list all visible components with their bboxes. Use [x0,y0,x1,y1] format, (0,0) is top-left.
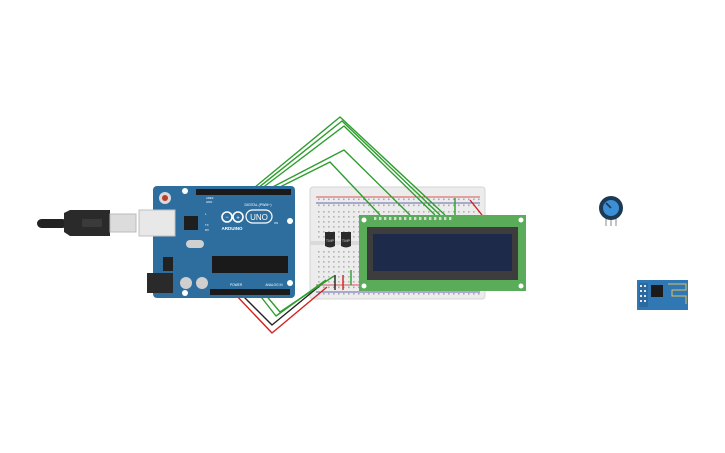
wire-green-3 [256,125,436,216]
wire-green-bottom-2 [263,275,335,313]
gnd-label: GND [206,200,212,204]
analog-header-label: ANALOG IN [265,283,283,287]
brand-label: ARDUINO [222,226,243,231]
wire-black-bottom [239,283,323,326]
svg-text:+: + [236,216,240,222]
power-header-label: POWER [230,283,243,287]
temperature-sensor-2[interactable]: TMP [341,232,351,248]
l-label: L [205,212,207,216]
lcd-display[interactable] [359,215,526,291]
arduino-logo: − + [221,211,244,223]
on-label: ON [274,221,278,225]
rx-label: RX [205,228,209,232]
sensor-2-label: TMP [342,238,351,243]
lcd-screen [373,234,512,271]
wires[interactable] [233,116,483,334]
wire-red-top [469,199,483,216]
svg-text:−: − [225,215,229,221]
model-label: UNO [250,213,268,222]
aref-label: AREF [206,196,214,200]
arduino-uno-board[interactable]: − + UNO ARDUINO DIGITAL (PWM~) POWER ANA… [138,186,295,298]
tx-label: TX [205,223,209,227]
wire-green-2 [252,120,441,216]
lcd-pins [374,217,452,220]
temperature-sensor-1[interactable]: TMP [325,232,335,248]
wire-green-1 [248,116,446,216]
esp8266-wifi-module[interactable] [637,280,688,310]
usb-cable[interactable] [37,210,137,236]
sensor-1-label: TMP [326,238,335,243]
wire-green-4 [262,149,411,216]
digital-header-label: DIGITAL (PWM~) [244,203,271,207]
esp-pins [640,285,646,302]
wire-green-5 [269,161,381,216]
potentiometer[interactable] [599,196,623,226]
wire-red-bottom [233,286,328,334]
